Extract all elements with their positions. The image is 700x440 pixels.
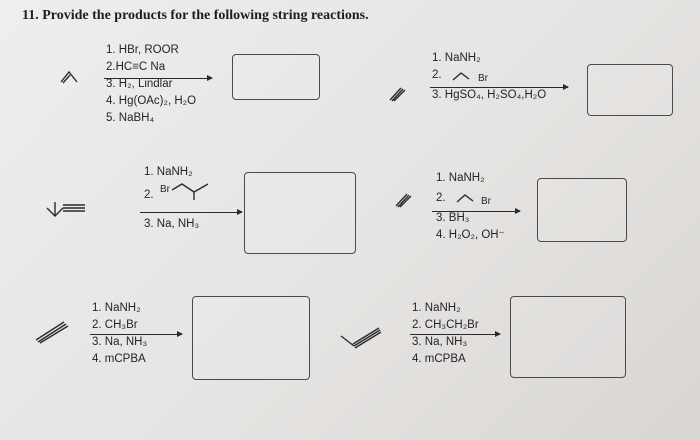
reaction-arrow (140, 209, 243, 215)
reaction-arrow (104, 75, 213, 81)
reaction-2-conditions: 1. NaNH₂ 2. 3. HgSO₄, H₂SO₄,H₂O (432, 52, 547, 101)
reaction-6-conditions: 1. NaNH₂ 2. CH₃CH₂Br 3. Na, NH₃ 4. mCPBA (412, 302, 479, 365)
answer-box-1[interactable] (232, 54, 320, 100)
reagent-bromine-label: Br (478, 73, 488, 84)
answer-box-4[interactable] (537, 178, 627, 242)
propyne-structure (35, 321, 69, 344)
terminal-alkyne-structure (389, 87, 406, 102)
propene-structure (60, 70, 78, 84)
reaction-arrow (430, 84, 569, 90)
reaction-5-conditions: 1. NaNH₂ 2. CH₃Br 3. Na, NH₃ 4. mCPBA (92, 302, 148, 365)
reaction-arrow (410, 331, 501, 337)
answer-box-3[interactable] (244, 172, 356, 254)
propyne-structure (340, 327, 382, 349)
reaction-3-conditions: 1. NaNH₂ 2. 3. Na, NH₃ (144, 166, 200, 230)
ethyl-bromide-structure (452, 72, 470, 81)
reagent-bromine-label: Br (481, 196, 491, 207)
reagent-bromine-label: Br (160, 184, 170, 195)
terminal-alkyne-structure (395, 193, 412, 208)
answer-box-2[interactable] (587, 64, 673, 116)
reaction-arrow (90, 331, 183, 337)
question-title: 11. Provide the products for the followi… (22, 8, 369, 23)
isobutyl-bromide-structure (171, 183, 209, 200)
isopropyl-alkyne-structure (46, 202, 85, 217)
reaction-4-conditions: 1. NaNH₂ 2. 3. BH₃ 4. H₂O₂, OH⁻ (436, 172, 505, 241)
reaction-1-conditions: 1. HBr, ROOR 2.HC≡C Na 3. H₂, Lindlar 4.… (106, 44, 197, 124)
answer-box-5[interactable] (192, 296, 310, 380)
answer-box-6[interactable] (510, 296, 626, 378)
reaction-arrow (432, 208, 521, 214)
ethyl-bromide-structure (456, 194, 474, 203)
